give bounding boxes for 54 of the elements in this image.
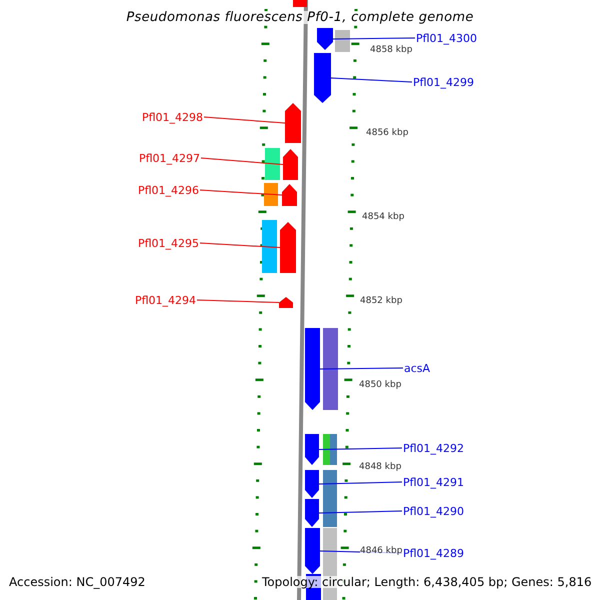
leader-line xyxy=(318,448,402,450)
footer-text: Topology: circular; Length: 6,438,405 bp; Genes: 5,816 xyxy=(262,576,592,588)
gene-category-bar xyxy=(265,148,280,180)
leader-line xyxy=(204,116,286,124)
leader-line xyxy=(320,368,404,370)
gene-feature xyxy=(305,499,319,527)
gene-label: Pfl01_4295 xyxy=(138,238,199,248)
gene-category-bar xyxy=(262,220,277,273)
scale-label: 4848 kbp xyxy=(359,462,402,472)
gene-feature xyxy=(279,297,293,308)
scale-label: 4852 kbp xyxy=(360,296,402,306)
footer-text: Accession: NC_007492 xyxy=(9,576,146,588)
gene-category-bar xyxy=(323,434,330,465)
gene-feature xyxy=(314,53,331,103)
scale-label: 4850 kbp xyxy=(359,380,402,390)
scale-label: 4854 kbp xyxy=(362,212,404,222)
scale-label: 4846 kbp xyxy=(360,546,402,556)
gene-label: Pfl01_4294 xyxy=(134,294,196,306)
gene-category-bar xyxy=(323,328,338,410)
leader-line xyxy=(200,242,280,248)
scale-label: 4858 kbp xyxy=(370,46,412,54)
gene-label: Pfl01_4297 xyxy=(138,152,200,164)
gene-label: Pfl01_4296 xyxy=(138,184,199,196)
diagram-title: Pseudomonas fluorescens Pf0-1, complete genome xyxy=(126,11,474,24)
gene-feature xyxy=(282,184,297,206)
leader-line xyxy=(330,78,412,82)
gene-label: Pfl01_4289 xyxy=(403,548,464,558)
gene-feature xyxy=(305,470,319,498)
gene-feature xyxy=(283,149,298,180)
gene-label: Pfl01_4298 xyxy=(142,112,203,122)
gene-feature xyxy=(305,328,320,410)
leader-line xyxy=(332,38,416,40)
gene-category-bar xyxy=(293,0,307,7)
gene-category-bar xyxy=(264,183,278,206)
leader-line xyxy=(196,300,280,303)
scale-label: 4856 kbp xyxy=(366,128,408,138)
gene-label: Pfl01_4291 xyxy=(403,476,464,488)
leader-line xyxy=(200,190,282,196)
leader-line xyxy=(318,482,402,484)
gene-feature xyxy=(280,222,296,273)
leader-line xyxy=(318,510,402,514)
gene-feature xyxy=(305,528,320,574)
gene-label: Pfl01_4300 xyxy=(416,32,478,44)
gene-category-bar xyxy=(335,30,350,52)
gene-label: Pfl01_4299 xyxy=(413,76,474,88)
gene-label: Pfl01_4292 xyxy=(403,442,464,454)
gene-label: acsA xyxy=(404,362,430,374)
gene-feature xyxy=(285,103,301,143)
gene-category-bar xyxy=(323,470,337,527)
gene-label: Pfl01_4290 xyxy=(403,506,464,516)
gene-feature xyxy=(317,28,333,50)
gene-feature xyxy=(305,434,319,465)
leader-line xyxy=(200,158,284,165)
gene-category-bar xyxy=(330,434,337,465)
